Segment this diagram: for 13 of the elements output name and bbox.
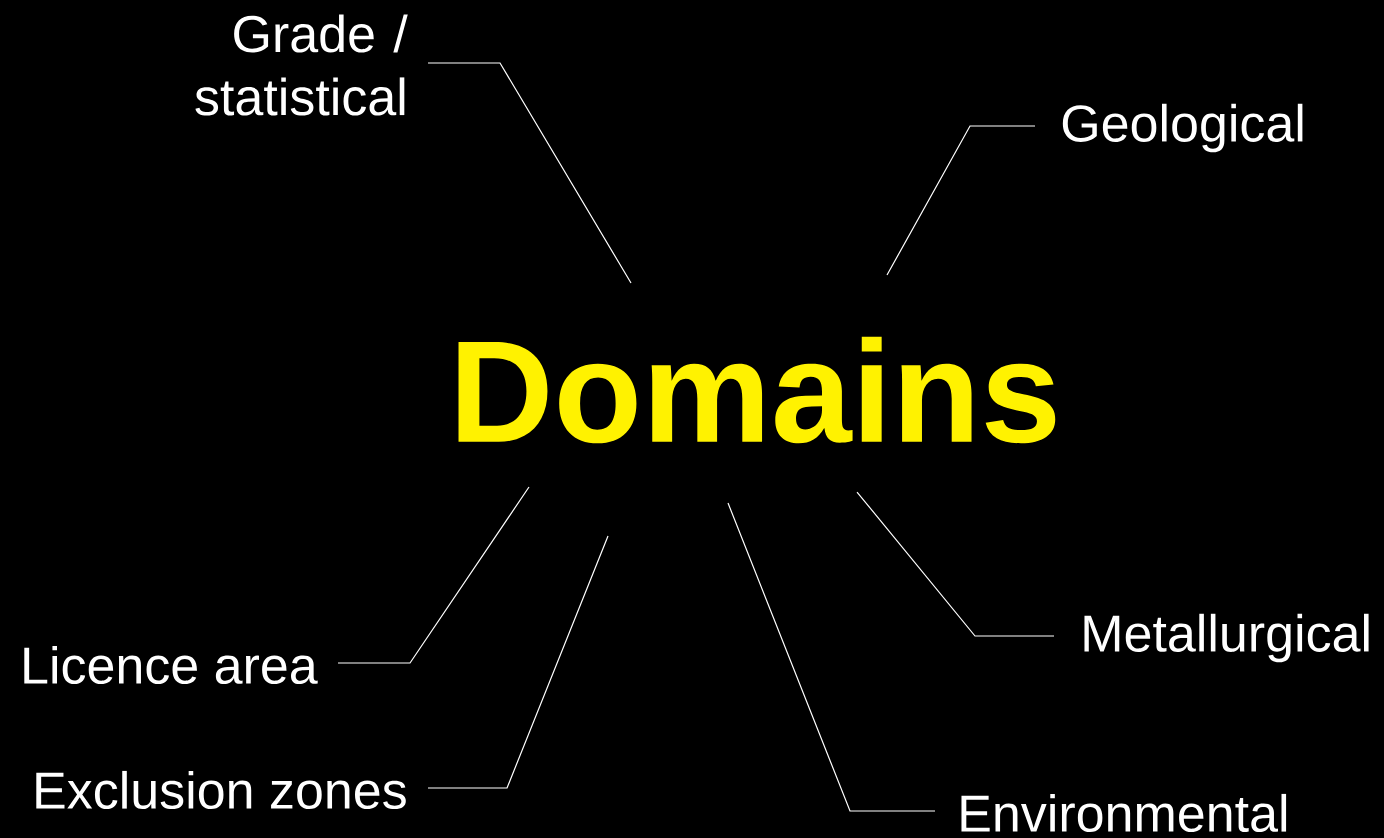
branch-label: Metallurgical [1084, 613, 1369, 663]
leader-line [856, 491, 1055, 637]
branch-label: Licence area [24, 645, 318, 685]
leader-line [337, 486, 530, 664]
branch-label: Grade / statistical [195, 14, 408, 116]
leader-line [427, 535, 609, 789]
branch-label: Geological [1062, 103, 1303, 153]
branch-label: Environmental [961, 793, 1287, 833]
leader-line [727, 502, 936, 812]
branch-label: Exclusion zones [36, 770, 406, 810]
central-word: Domains [458, 336, 1056, 444]
leader-line [886, 125, 1036, 276]
leader-line [427, 62, 632, 284]
